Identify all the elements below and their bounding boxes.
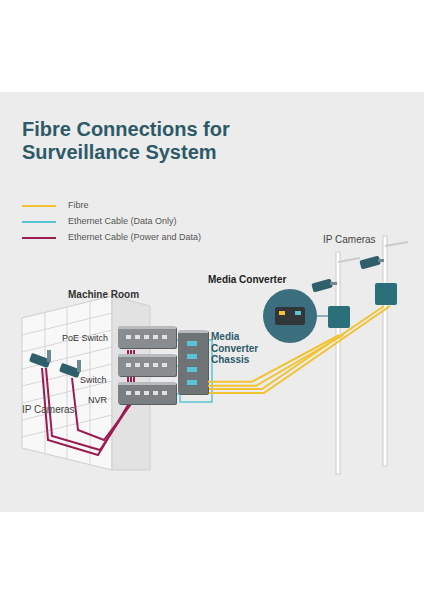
node-label: Machine Room [68, 289, 139, 301]
area-label: IP Cameras [323, 234, 376, 246]
legend-line [22, 221, 56, 223]
legend-text: Ethernet Cable (Power and Data) [68, 232, 201, 242]
port-dot [144, 391, 149, 395]
node-label: Media Converter Chassis [211, 331, 273, 366]
device-box: Switch [118, 354, 176, 376]
port-dot [126, 391, 131, 395]
camera-icon [29, 350, 51, 368]
port-dot [144, 363, 149, 367]
node-label: Media Converter [208, 274, 286, 286]
port-dot [126, 363, 131, 367]
device-box: NVR [118, 382, 176, 404]
node-label: NVR [88, 395, 107, 405]
converter-area: Media Converter [205, 272, 360, 335]
legend-line [22, 205, 56, 207]
camera-icon [311, 279, 337, 293]
pole-arm [338, 258, 360, 262]
diagram-title: Fibre Connections for Surveillance Syste… [22, 118, 257, 164]
pole-arm [385, 242, 408, 246]
port-dot [135, 335, 140, 339]
callout-circle [263, 289, 328, 343]
port-dot [162, 391, 167, 395]
port-dot [162, 335, 167, 339]
port-dot [153, 335, 158, 339]
legend-text: Ethernet Cable (Data Only) [68, 216, 177, 226]
port-dot [162, 363, 167, 367]
port-dot [187, 367, 197, 372]
node-label: Switch [80, 375, 107, 385]
port-dot [153, 391, 158, 395]
camera-icon [359, 256, 384, 270]
port-dot [187, 380, 197, 385]
port-dot [126, 335, 131, 339]
fibre-cable [208, 306, 390, 393]
chassis-box: Media Converter Chassis [178, 330, 208, 394]
room-area: Machine RoomPoE SwitchSwitchNVRMedia Con… [20, 285, 235, 475]
camera-icon [59, 360, 81, 378]
port-dot [144, 335, 149, 339]
port-dot [187, 341, 197, 346]
port-dot [187, 354, 197, 359]
node-label: PoE Switch [62, 333, 108, 343]
port-dot [135, 363, 140, 367]
legend-text: Fibre [68, 200, 89, 210]
pole [336, 252, 340, 474]
fibre-line [208, 335, 343, 386]
fibre-line [208, 335, 339, 382]
panel-background [0, 92, 424, 512]
pole [383, 236, 387, 466]
port-dot [135, 391, 140, 395]
data-cable [176, 330, 212, 402]
converter-box [375, 283, 397, 305]
fibre-connector [208, 335, 343, 386]
legend-line [22, 237, 56, 239]
area-label: IP Cameras [22, 404, 75, 416]
port-dot [153, 363, 158, 367]
converter-box [328, 306, 350, 328]
device-box: PoE Switch [118, 326, 176, 348]
